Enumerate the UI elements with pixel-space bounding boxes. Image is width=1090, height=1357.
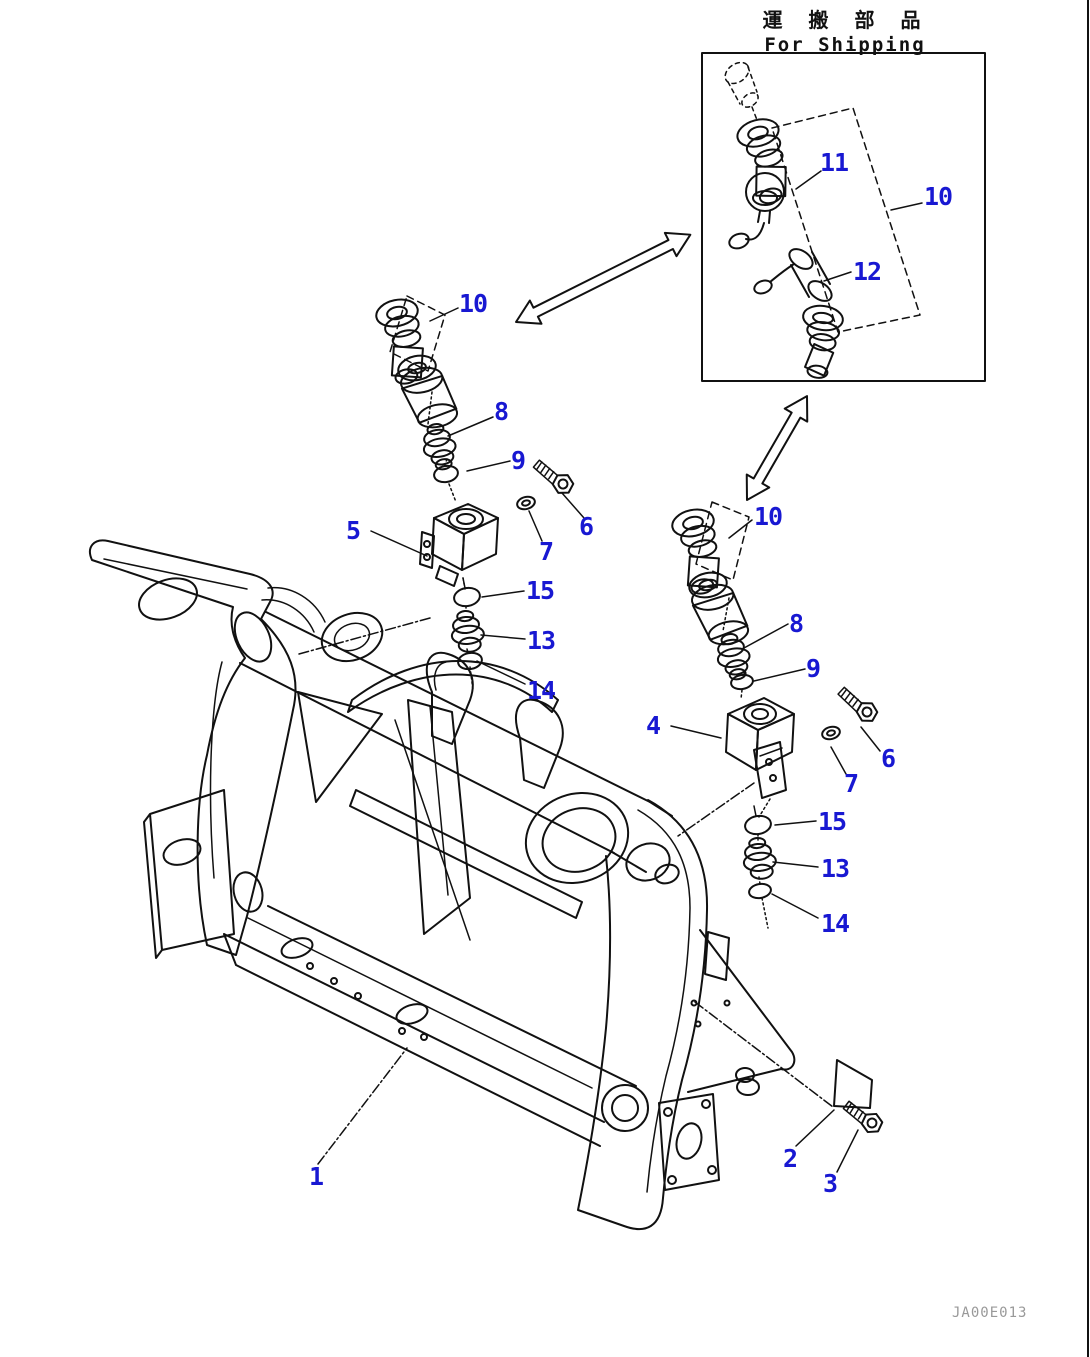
direction-arrows [515, 231, 809, 501]
valve-block-5 [419, 503, 499, 587]
double-arrow-left [515, 231, 692, 325]
fitting-8-left [422, 423, 457, 471]
group-10-outline-inset [771, 107, 921, 333]
fitting-10-left-upper [375, 298, 424, 385]
fitting-13-right [742, 837, 777, 880]
inset-fitting-bottom [802, 304, 844, 379]
double-arrow-right [745, 395, 809, 501]
fitting-10-right-upper [671, 508, 720, 595]
title-english: For Shipping [764, 34, 926, 56]
callout-10: 10 [754, 502, 783, 531]
callout-9: 9 [806, 654, 821, 683]
callout-7: 7 [539, 537, 554, 566]
callout-13: 13 [821, 854, 850, 883]
callout-6: 6 [579, 512, 594, 541]
right-part-chain [671, 501, 879, 900]
callout-3: 3 [823, 1169, 838, 1198]
fitting-8-right [716, 633, 751, 681]
o-ring-15-left [453, 577, 481, 608]
shipping-inset-box [701, 52, 986, 382]
callout-6: 6 [881, 744, 896, 773]
o-ring-14-right [748, 882, 772, 900]
callout-2: 2 [783, 1144, 798, 1173]
part-11-knob [728, 172, 785, 250]
callout-13: 13 [527, 626, 556, 655]
callout-11: 11 [820, 148, 849, 177]
callout-15: 15 [818, 807, 847, 836]
left-part-chain [375, 295, 575, 671]
fitting-10-right-lower [688, 571, 750, 646]
inset-frame [701, 52, 986, 382]
callout-10: 10 [924, 182, 953, 211]
title-japanese: 運 搬 部 品 [762, 8, 928, 32]
inset-fitting-top [736, 118, 787, 205]
header: 運 搬 部 品 For Shipping [700, 4, 990, 56]
washer-7-left [516, 495, 536, 511]
callout-12: 12 [853, 257, 882, 286]
callout-5: 5 [346, 516, 361, 545]
valve-block-4 [725, 697, 795, 799]
bolt-6-right [837, 686, 879, 722]
callout-8: 8 [494, 397, 509, 426]
drawing-id: JA00E013 [952, 1305, 1028, 1321]
group-10-outline-left [389, 295, 446, 372]
callout-4: 4 [646, 711, 661, 740]
ghost-fitting [724, 61, 759, 121]
callout-10: 10 [459, 289, 488, 318]
fitting-10-left-lower [397, 354, 459, 429]
callout-8: 8 [789, 609, 804, 638]
leader-lines [370, 170, 923, 1173]
o-ring-15-right [744, 805, 772, 836]
phantom-lines [298, 391, 834, 1165]
callout-9: 9 [511, 446, 526, 475]
bolt-6-left [532, 459, 575, 494]
bolt-3 [842, 1100, 884, 1134]
fitting-13-left [450, 610, 485, 653]
callout-14: 14 [821, 909, 850, 938]
o-ring-14-left [457, 651, 483, 671]
callout-15: 15 [526, 576, 555, 605]
group-10-outline-right [695, 501, 750, 581]
callout-1: 1 [309, 1162, 324, 1191]
o-ring-9-right [730, 673, 754, 691]
plate-2 [833, 1059, 873, 1109]
part-12-cylinder [753, 248, 833, 302]
coupler-frame [89, 539, 796, 1231]
callout-14: 14 [527, 676, 556, 705]
washer-7-right [821, 725, 841, 741]
callout-7: 7 [844, 769, 859, 798]
